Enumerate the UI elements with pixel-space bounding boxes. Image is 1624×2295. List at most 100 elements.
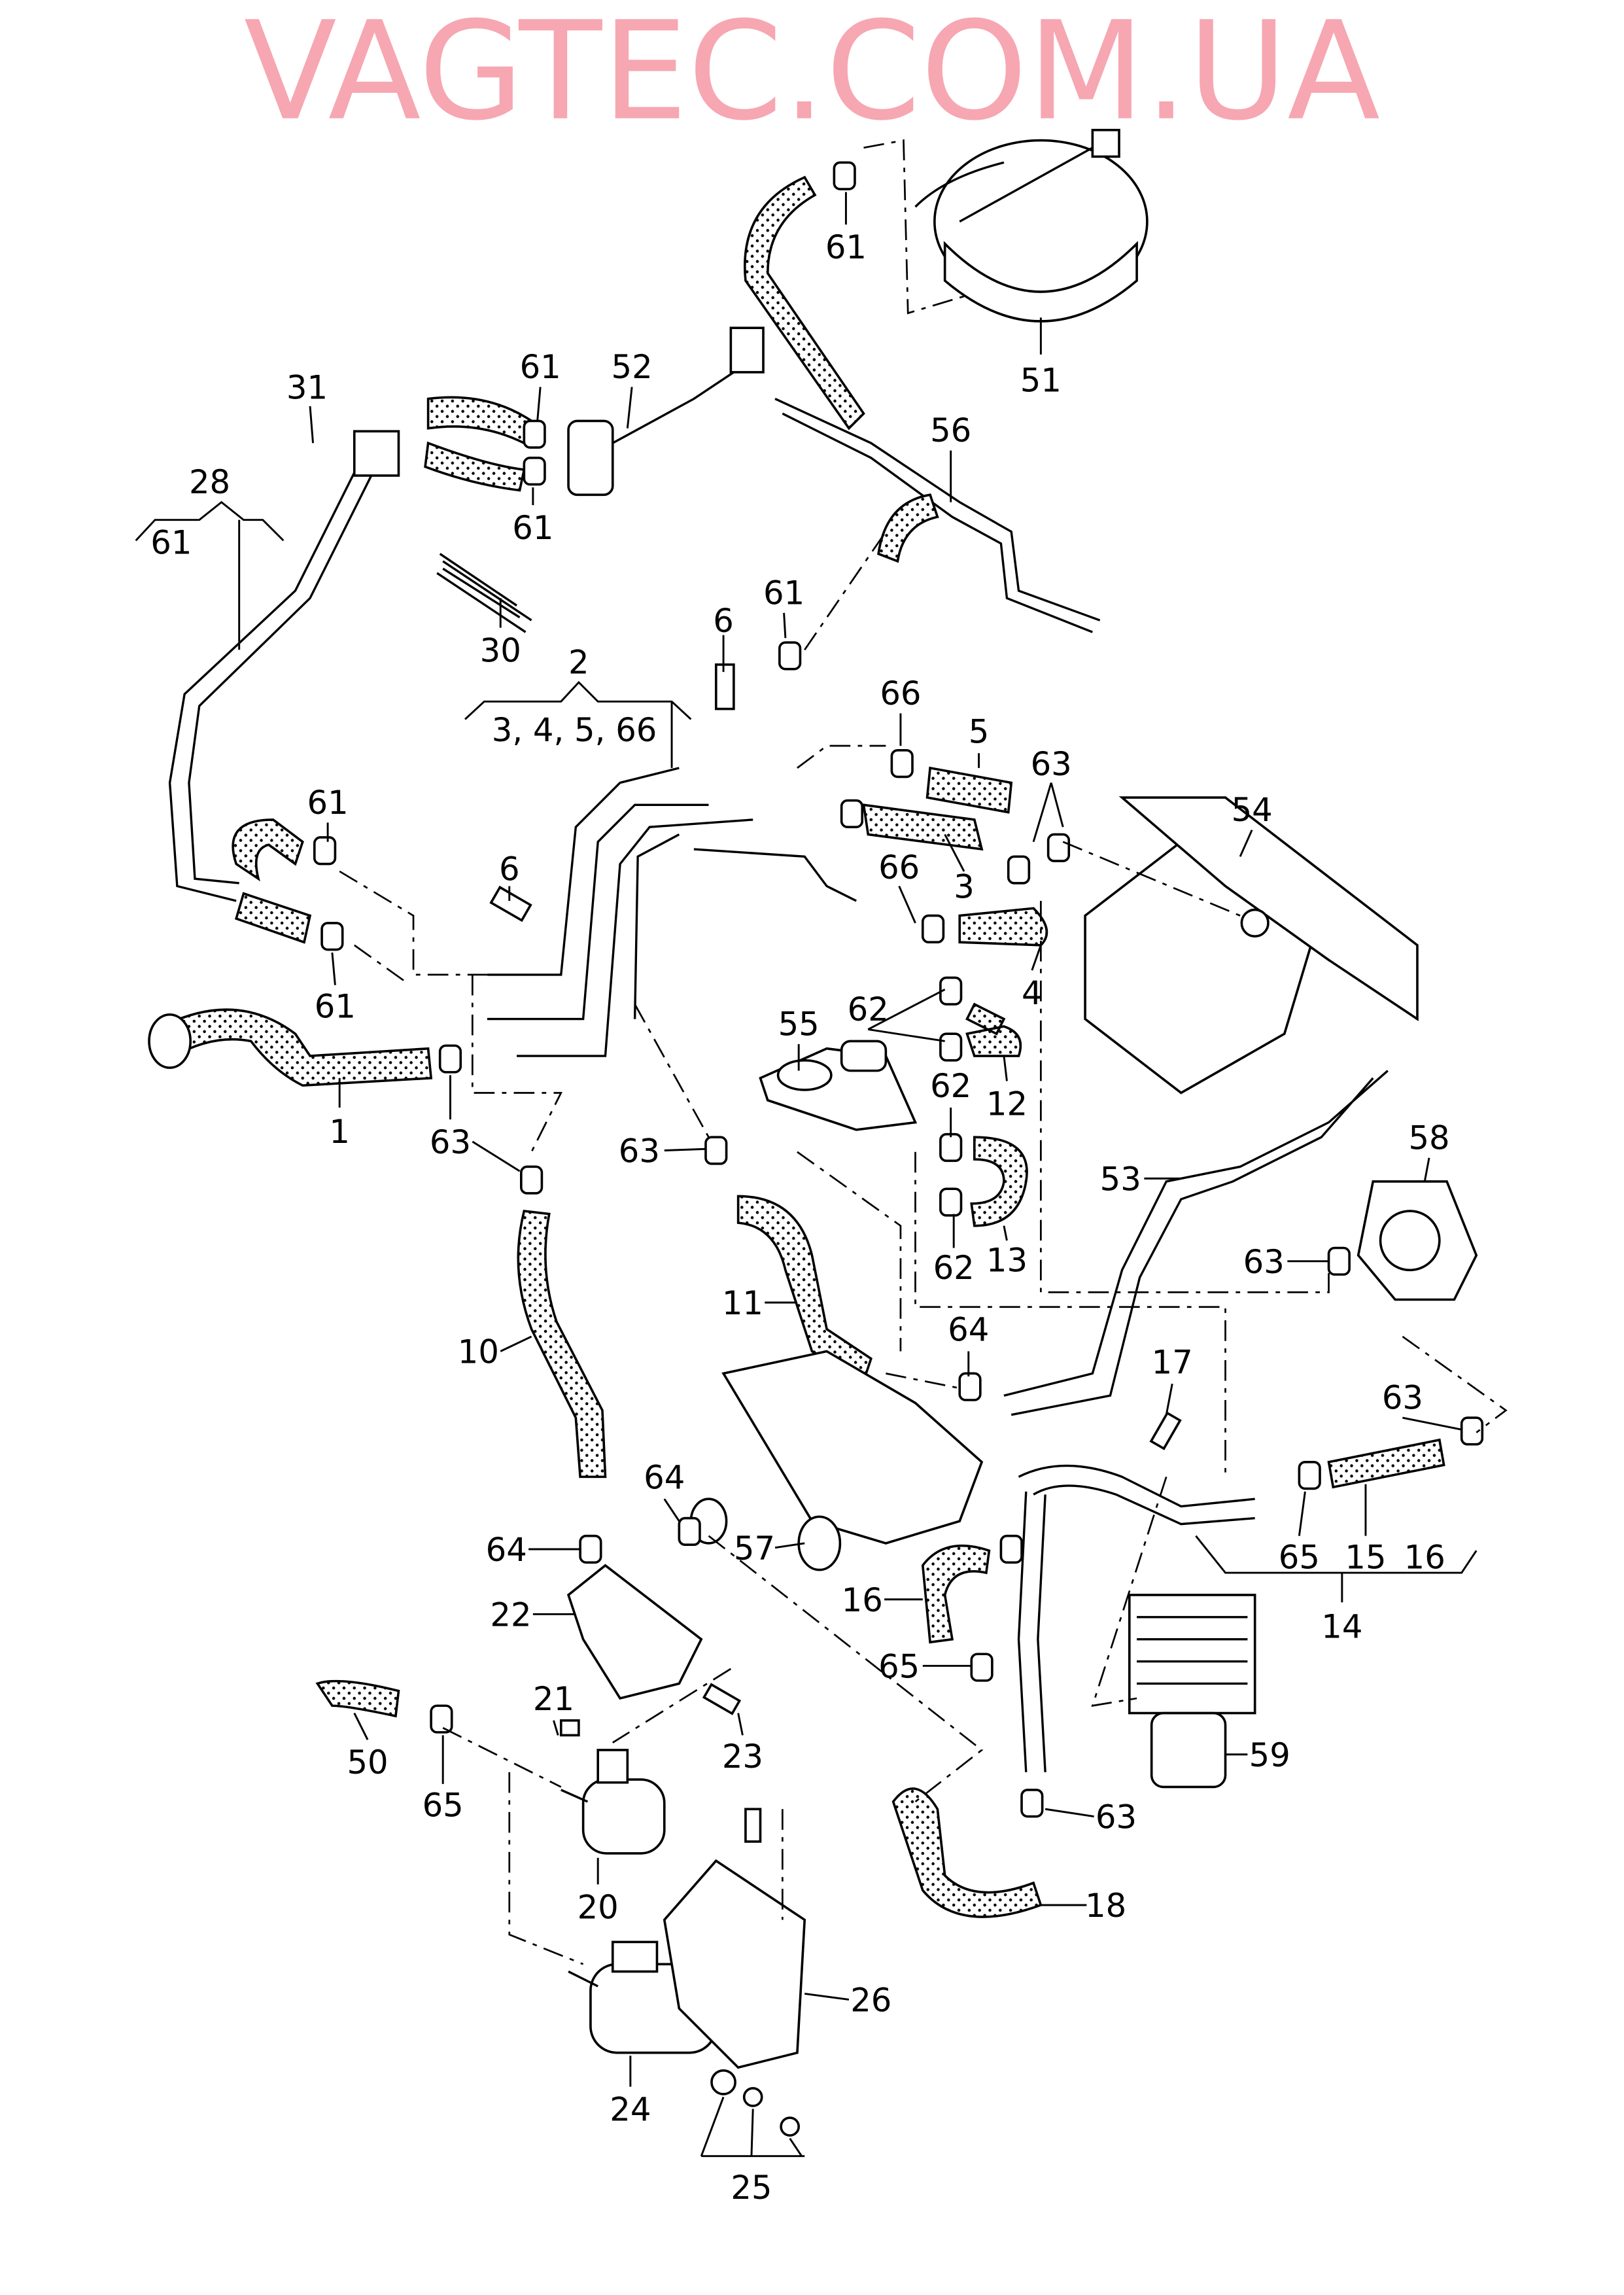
- callout-20: 20: [578, 1888, 619, 1926]
- callout-53: 53: [1100, 1160, 1141, 1198]
- hose-16[interactable]: [921, 1544, 991, 1644]
- callout-22: 22: [490, 1596, 531, 1634]
- watermark: VAGTEC.COM.UA: [244, 0, 1380, 150]
- callout-61: 61: [315, 987, 356, 1025]
- hose-50[interactable]: [315, 1679, 400, 1718]
- oil-cooler-59[interactable]: [1128, 1594, 1256, 1789]
- hose-13[interactable]: [970, 1136, 1028, 1227]
- coolant-pipe-28[interactable]: [168, 442, 385, 902]
- auxiliary-pump-20[interactable]: [561, 1749, 666, 1855]
- hose-10[interactable]: [517, 1210, 607, 1479]
- callout-61: 61: [825, 228, 867, 266]
- callout-57: 57: [734, 1530, 775, 1568]
- callout-66: 66: [880, 674, 921, 712]
- callout-59: 59: [1249, 1736, 1290, 1774]
- callout-10: 10: [458, 1333, 499, 1371]
- coolant-pump-58[interactable]: [1356, 1180, 1478, 1301]
- callout-61: 61: [307, 784, 349, 822]
- callout-labels: 61 51 31 61 52 28 61 61 56 30 6 61 2 3, …: [150, 228, 1449, 2207]
- callout-4: 4: [1022, 974, 1043, 1012]
- hose-1-end: [148, 1013, 192, 1069]
- callout-1: 1: [329, 1113, 350, 1151]
- hose-15[interactable]: [1327, 1438, 1445, 1489]
- callout-14: 14: [1321, 1607, 1362, 1645]
- callout-66: 66: [878, 849, 920, 886]
- callout-65: 65: [423, 1787, 464, 1825]
- coolant-expansion-tank[interactable]: [914, 128, 1149, 323]
- callout-56: 56: [930, 412, 971, 449]
- callout-55: 55: [778, 1005, 820, 1043]
- hose-4[interactable]: [958, 907, 1048, 947]
- callout-62: 62: [930, 1067, 971, 1105]
- coolant-pipe-set-2[interactable]: [487, 767, 753, 1057]
- callout-21: 21: [533, 1680, 574, 1718]
- coolant-pipe-56[interactable]: [774, 398, 1101, 633]
- callout-63: 63: [619, 1132, 660, 1170]
- bracket-22[interactable]: [566, 1564, 703, 1700]
- callout-24: 24: [610, 2091, 651, 2129]
- callout-30: 30: [480, 631, 521, 669]
- callout-15: 15: [1345, 1538, 1386, 1576]
- callout-16: 16: [842, 1581, 883, 1619]
- callout-50: 50: [347, 1743, 388, 1781]
- callout-26: 26: [850, 1982, 891, 2020]
- callout-61: 61: [520, 348, 561, 386]
- hose-3[interactable]: [862, 803, 984, 851]
- callout-64: 64: [644, 1458, 685, 1496]
- callout-61: 61: [150, 524, 192, 562]
- callout-12: 12: [986, 1085, 1028, 1123]
- callout-65: 65: [878, 1647, 920, 1685]
- callout-63: 63: [1382, 1379, 1423, 1417]
- callout-3: 3: [954, 868, 975, 906]
- callout-28: 28: [189, 463, 230, 501]
- callout-5: 5: [969, 713, 990, 751]
- callout-64: 64: [486, 1531, 527, 1569]
- bracket-26[interactable]: [663, 1859, 806, 2069]
- callout-6: 6: [499, 850, 520, 888]
- callout-58: 58: [1408, 1119, 1449, 1157]
- callout-3-4-5-66: 3, 4, 5, 66: [492, 711, 657, 749]
- callout-63: 63: [1243, 1243, 1285, 1281]
- callout-13: 13: [986, 1242, 1028, 1280]
- hose-56[interactable]: [877, 493, 939, 563]
- callout-18: 18: [1085, 1887, 1126, 1925]
- pipe-segment: [442, 560, 532, 622]
- hose-11[interactable]: [736, 1195, 872, 1383]
- callout-61: 61: [512, 509, 553, 547]
- pipe-segment: [693, 848, 857, 902]
- callout-64: 64: [948, 1311, 989, 1349]
- callout-31: 31: [286, 369, 328, 407]
- hose-clamps: [313, 161, 1484, 2137]
- hose-1[interactable]: [161, 1008, 433, 1087]
- hose-12[interactable]: [965, 1002, 1022, 1057]
- temperature-sensor-52[interactable]: [567, 326, 765, 497]
- callout-62: 62: [848, 990, 889, 1028]
- egr-cooler-54[interactable]: [1084, 796, 1419, 1095]
- callout-63: 63: [1096, 1798, 1137, 1836]
- callout-54: 54: [1232, 791, 1273, 829]
- hose-upper[interactable]: [744, 175, 865, 430]
- coolant-pipe-53[interactable]: [1003, 1070, 1389, 1416]
- coolant-pipe-14[interactable]: [1017, 1464, 1255, 1772]
- bracket-28: [353, 430, 400, 477]
- callout-62: 62: [933, 1249, 975, 1287]
- callout-25: 25: [731, 2169, 772, 2207]
- callout-51: 51: [1020, 361, 1062, 399]
- hose-5[interactable]: [925, 766, 1013, 814]
- coolant-valve-55[interactable]: [759, 1040, 918, 1131]
- callout-2: 2: [568, 643, 589, 681]
- pipe-segment: [436, 572, 527, 633]
- callout-11: 11: [722, 1284, 763, 1322]
- callout-6: 6: [713, 602, 734, 640]
- hose-28-a[interactable]: [232, 818, 304, 882]
- callout-63: 63: [1031, 745, 1072, 783]
- hose-52-a[interactable]: [426, 396, 533, 445]
- callout-65: 65: [1279, 1538, 1320, 1576]
- hose-28-b[interactable]: [234, 892, 312, 944]
- callout-63: 63: [430, 1123, 471, 1161]
- hose-18[interactable]: [891, 1787, 1043, 1918]
- leader-lines: [135, 192, 1477, 2158]
- hose-52-b[interactable]: [424, 441, 526, 492]
- callout-16: 16: [1404, 1538, 1445, 1576]
